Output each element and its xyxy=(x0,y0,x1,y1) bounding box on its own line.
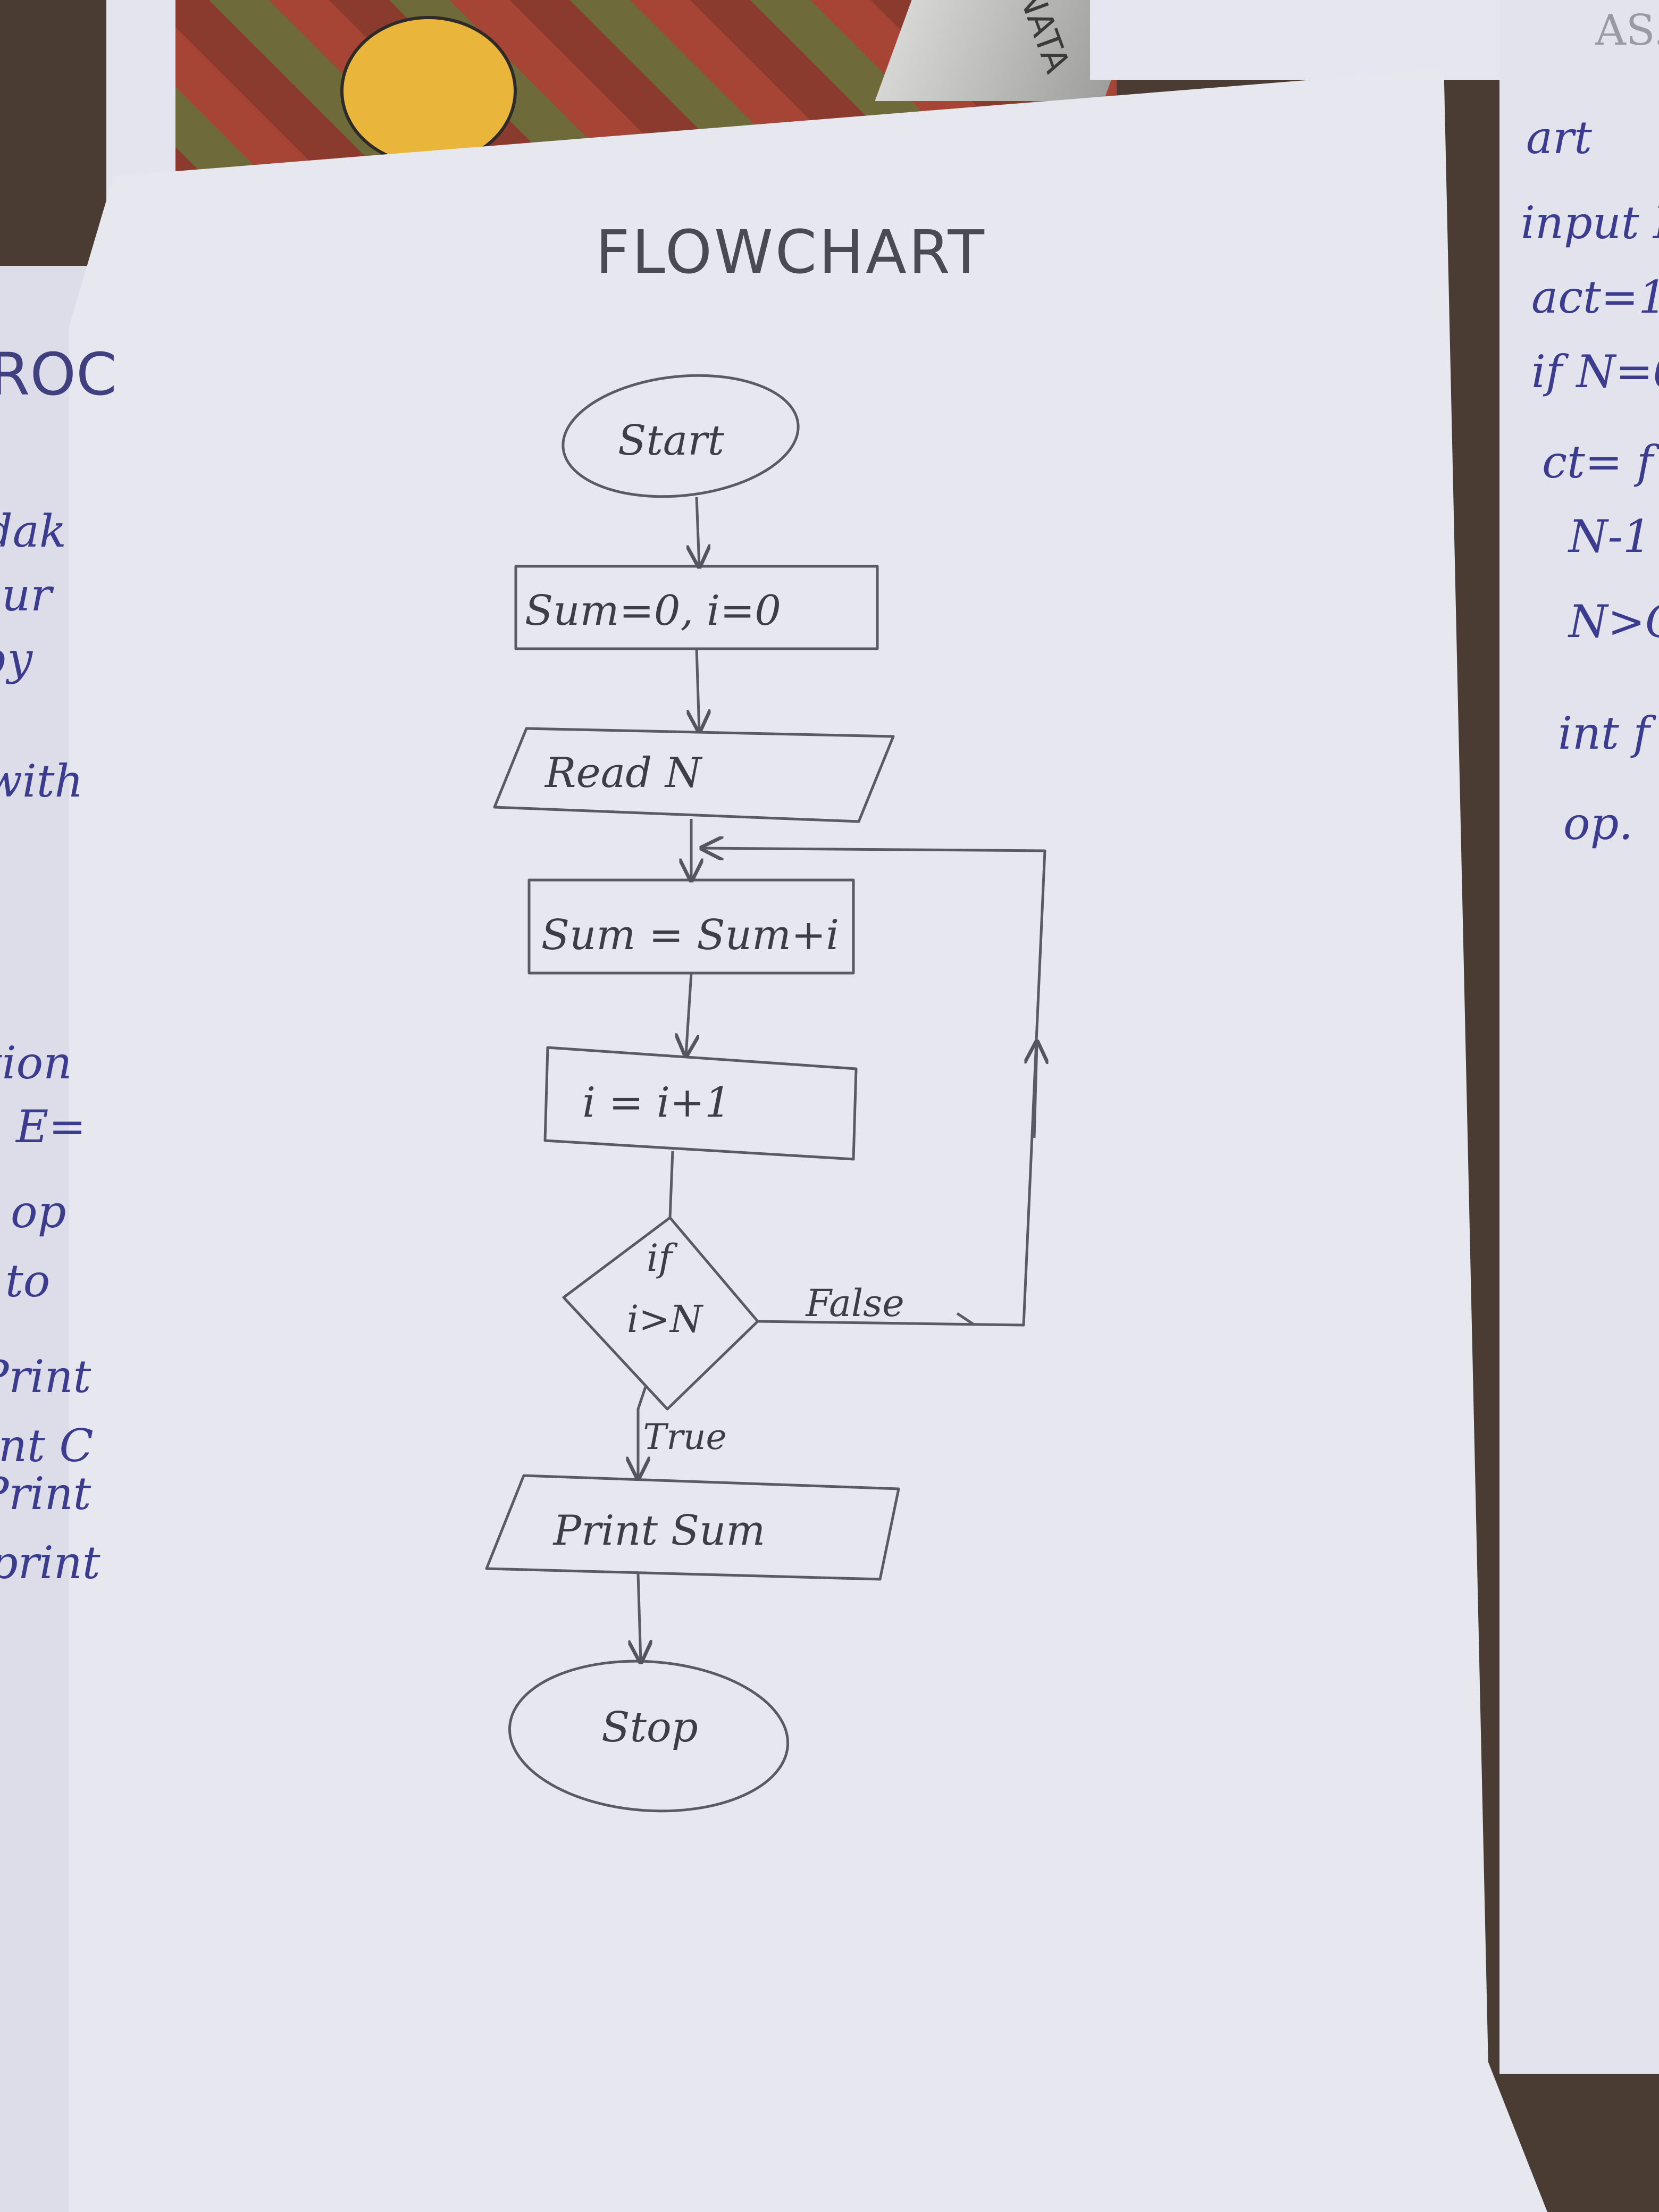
edge-increment-decision xyxy=(668,1151,674,1218)
flowchart-title: FLOWCHART xyxy=(596,218,986,287)
smiley-print xyxy=(340,16,517,166)
edge-decision-true xyxy=(638,1385,646,1478)
right-fragment: N-1 xyxy=(1569,510,1652,563)
left-fragment: with xyxy=(0,755,83,807)
stop-label: Stop xyxy=(601,1704,698,1752)
init-label: Sum=0, i=0 xyxy=(525,587,781,635)
true-edge-label: True xyxy=(643,1417,726,1457)
right-fragment: art xyxy=(1526,112,1592,164)
left-fragment: tion xyxy=(0,1037,72,1089)
left-fragment: Print xyxy=(0,1468,91,1520)
right-fragment: N>O xyxy=(1569,596,1659,648)
stop-node xyxy=(508,1660,790,1813)
sum-update-label: Sum = Sum+i xyxy=(541,911,840,959)
right-fragment: input N xyxy=(1521,197,1659,249)
left-fragment: ROC xyxy=(0,340,117,408)
edge-decision-false-loop xyxy=(702,848,1046,1327)
false-edge-label: False xyxy=(805,1281,904,1325)
left-fragment: to xyxy=(5,1255,51,1307)
left-fragment: by xyxy=(0,633,33,685)
increment-label: i = i+1 xyxy=(582,1079,731,1127)
start-label: Start xyxy=(618,417,725,465)
read-node xyxy=(493,727,895,823)
left-fragment: int C xyxy=(0,1420,94,1472)
decision-node xyxy=(562,1216,759,1411)
edge-print-stop xyxy=(638,1573,641,1662)
false-arrow-tick xyxy=(956,1312,974,1326)
read-label: Read N xyxy=(544,749,703,797)
decision-if-label: if xyxy=(647,1236,678,1280)
right-fragment: ct= f xyxy=(1542,436,1653,488)
increment-node xyxy=(543,1046,858,1161)
left-fragment: sur xyxy=(0,569,52,621)
right-fragment: op. xyxy=(1563,798,1633,850)
print-label: Print Sum xyxy=(552,1507,766,1555)
left-fragment: Print xyxy=(0,1351,91,1403)
left-fragment: dak xyxy=(0,505,66,557)
edge-init-read xyxy=(697,648,699,731)
left-fragment: print xyxy=(0,1537,100,1589)
left-fragment: E= xyxy=(16,1101,86,1153)
right-sheet xyxy=(1499,0,1659,2074)
edge-start-init xyxy=(697,497,699,566)
edge-sum-increment xyxy=(686,973,691,1055)
flowchart-paper xyxy=(69,69,1547,2212)
decision-cond-label: i>N xyxy=(627,1297,704,1341)
right-fragment: act=1 xyxy=(1531,271,1659,323)
start-node xyxy=(562,374,800,498)
right-fragment: int f xyxy=(1558,707,1650,759)
left-fragment: op xyxy=(11,1186,66,1238)
loop-up-arrow xyxy=(1034,1042,1037,1138)
corner-mark: AS. xyxy=(1595,5,1659,55)
right-fragment: if N=0 xyxy=(1531,346,1659,398)
print-node xyxy=(485,1474,900,1581)
